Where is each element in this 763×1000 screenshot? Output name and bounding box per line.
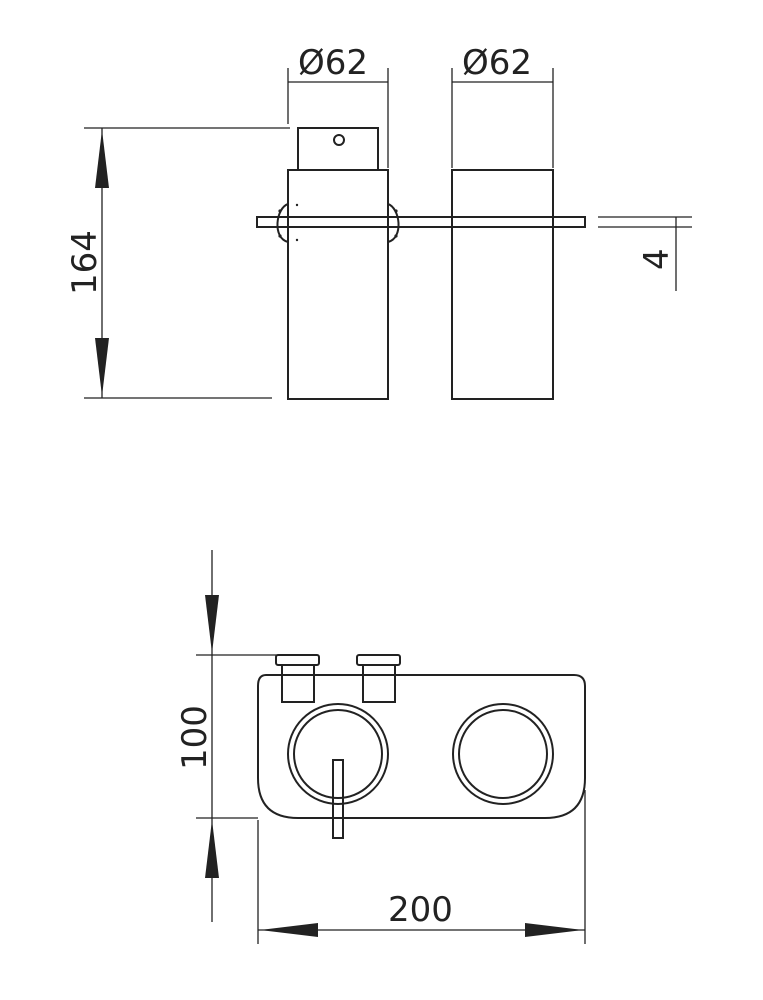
arrow-up-icon — [205, 820, 219, 878]
handle-block — [297, 127, 379, 171]
fixing-clip-left — [275, 654, 320, 703]
collar-dot-left-icon — [278, 209, 282, 213]
dimension-label-diameter-right: Ø62 — [462, 43, 532, 83]
dimension-width: 200 — [257, 790, 586, 944]
arrow-down-icon — [205, 595, 219, 653]
collar-dot-left2-icon — [278, 234, 282, 238]
side-view: Ø62 Ø62 164 4 — [65, 43, 692, 400]
arrow-right-icon — [525, 923, 583, 937]
wall-plate — [256, 216, 586, 228]
arrow-down-icon — [95, 338, 109, 396]
center-dot-b-icon — [295, 238, 299, 242]
dimension-diameter-right: Ø62 — [451, 43, 554, 168]
collar-dot-right2-icon — [394, 234, 398, 238]
fixing-clip-right — [356, 654, 401, 703]
top-plate — [257, 674, 586, 819]
left-ring-outer — [287, 703, 389, 805]
right-cylinder-body — [451, 169, 554, 400]
dimension-plate-thickness: 4 — [598, 216, 692, 291]
dimension-diameter-left: Ø62 — [287, 43, 389, 168]
collar-dot-right-icon — [394, 209, 398, 213]
right-ring-inner — [458, 709, 548, 799]
right-ring-outer — [452, 703, 554, 805]
arrow-left-icon — [260, 923, 318, 937]
arrow-up-icon — [95, 130, 109, 188]
left-ring-inner — [293, 709, 383, 799]
handle-screw-icon — [333, 134, 345, 146]
collar-left — [276, 203, 289, 243]
dimension-height: 164 — [65, 127, 290, 399]
dimension-label-height: 164 — [65, 230, 105, 295]
dimension-label-depth: 100 — [175, 705, 215, 770]
left-cylinder-body — [287, 169, 389, 400]
dimension-depth: 100 — [175, 550, 278, 922]
dimension-label-plate-thickness: 4 — [637, 248, 677, 270]
top-view: 100 200 — [175, 550, 586, 944]
lever-handle — [332, 759, 344, 839]
dimension-label-diameter-left: Ø62 — [298, 43, 368, 83]
center-dot-a-icon — [295, 203, 299, 207]
dimension-label-width: 200 — [388, 890, 453, 930]
collar-right — [387, 203, 400, 243]
